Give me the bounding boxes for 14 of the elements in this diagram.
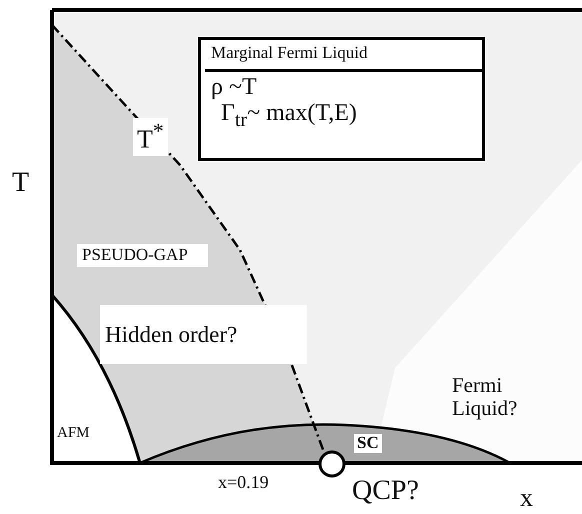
formula-text: ρ ~T [210, 72, 258, 100]
formula-text: Γ$_{tr}$~ max(T,E) [220, 100, 358, 131]
curve-label: T$^{*}$ [133, 118, 168, 156]
region-label: Hidden order? [100, 305, 307, 364]
doping-label: x=0.19 [218, 473, 269, 493]
region-label: PSEUDO-GAP [77, 244, 208, 267]
axis-label: T [12, 168, 30, 199]
box-heading: Marginal Fermi Liquid [205, 40, 485, 72]
point-label: QCP? [352, 476, 419, 507]
legend-box [198, 37, 485, 161]
axis-label: x [520, 484, 533, 513]
region-label: AFM [57, 425, 90, 442]
region-label: Fermi Liquid? [452, 374, 518, 420]
region-label: SC [354, 434, 382, 453]
